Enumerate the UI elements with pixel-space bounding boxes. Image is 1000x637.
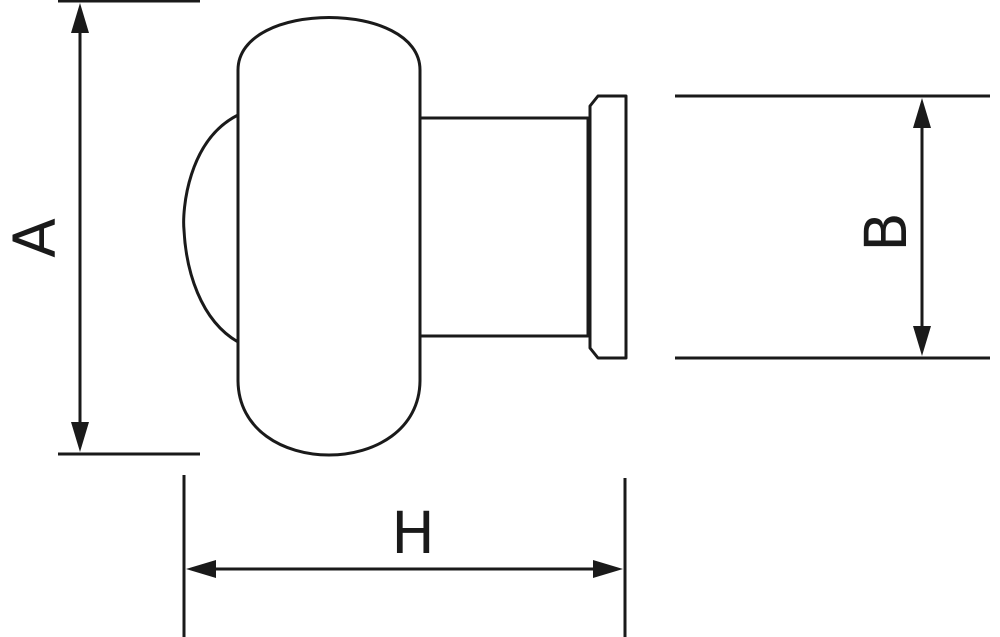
knob-head [236,16,422,457]
dimension-b-arrow-top [913,98,931,128]
dimension-b: B [675,94,990,360]
dimension-a-arrow-bottom [71,422,89,452]
dimension-a-arrow-top [71,3,89,33]
dimension-h-label: H [391,499,435,567]
dimension-h: H [182,475,627,637]
knob-outline [182,16,628,457]
dimension-h-arrow-left [186,560,216,578]
dimension-h-arrow-right [593,560,623,578]
knob-back-dome [182,113,239,344]
dimension-a-label: A [1,218,69,258]
dimension-a: A [1,0,200,456]
knob-base-flange [588,94,628,360]
dimension-b-arrow-bottom [913,326,931,356]
knob-stem [418,116,590,338]
dimension-b-label: B [852,212,920,252]
